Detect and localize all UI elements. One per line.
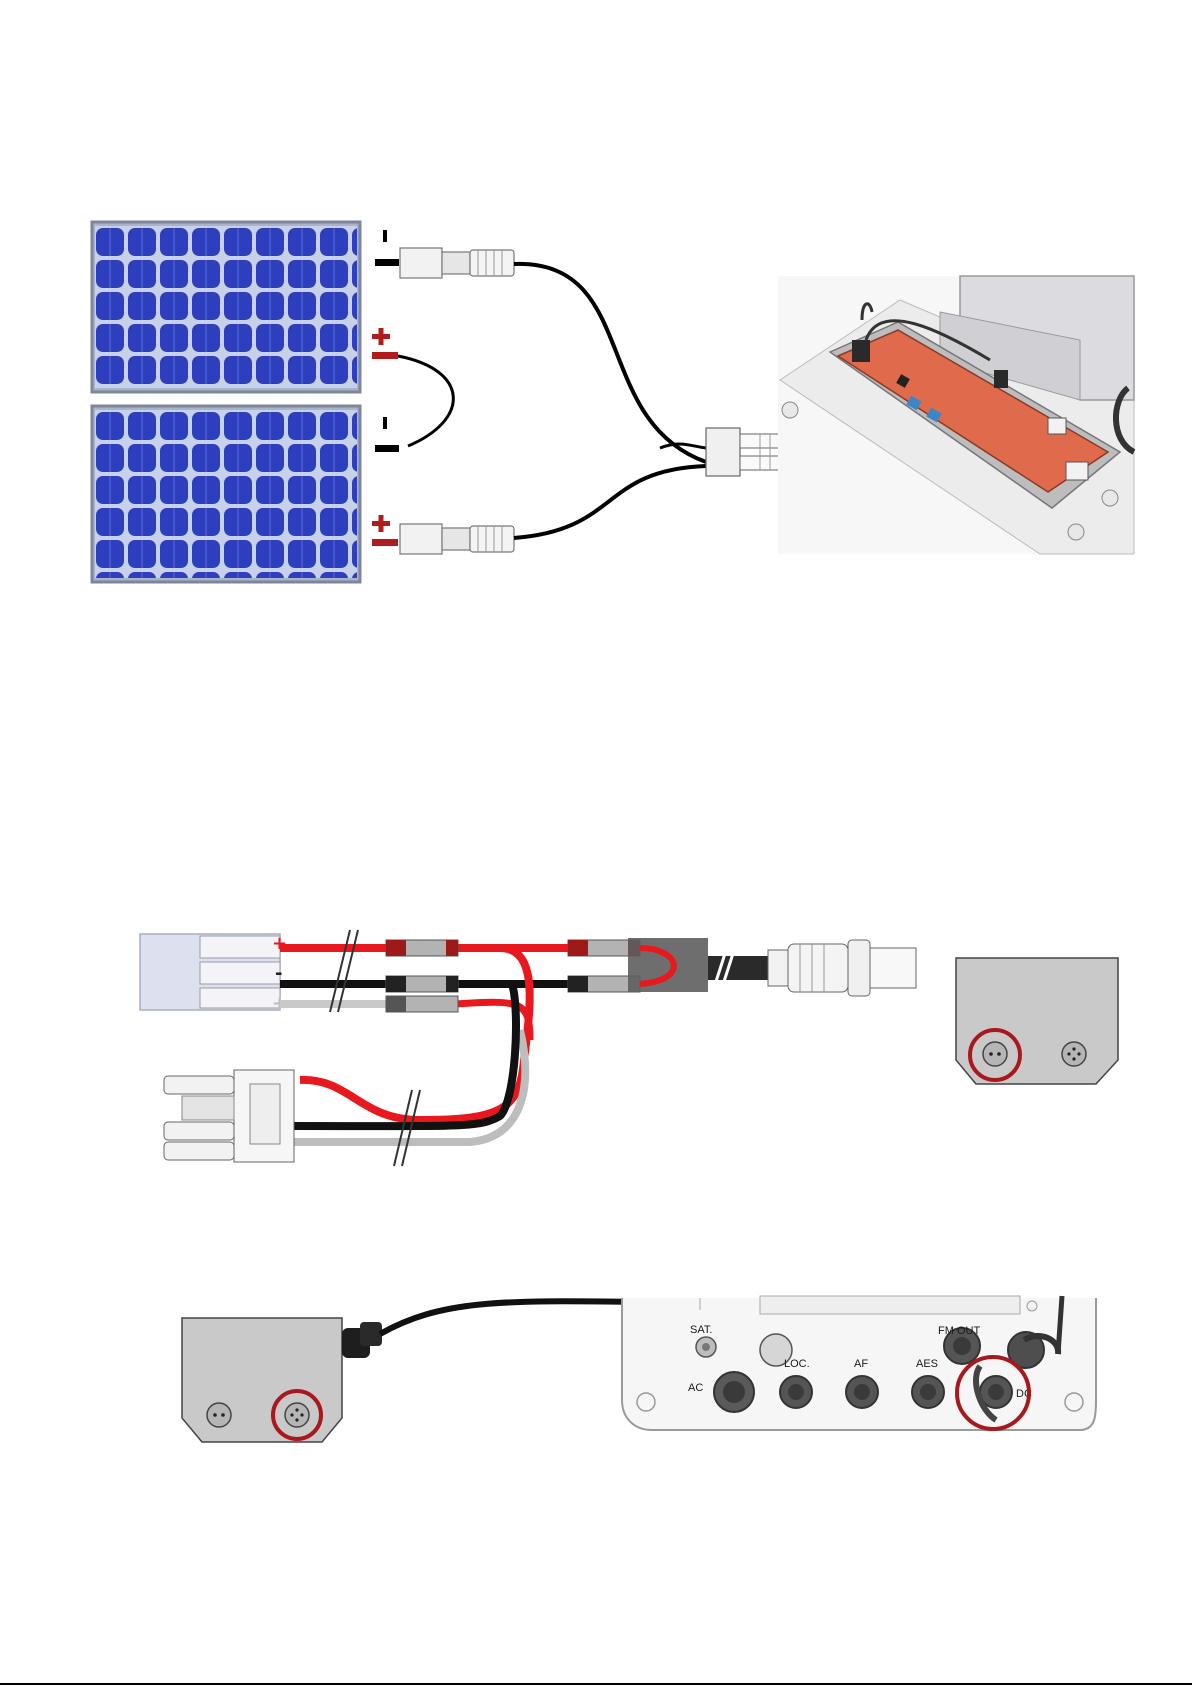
- mc4-pair-connector: [164, 1070, 294, 1162]
- polarity-top-minus: [375, 230, 399, 266]
- anderson-plug: [140, 934, 280, 1010]
- pcb-terminal-board-render: [778, 276, 1134, 554]
- solar-panel-bottom: [92, 406, 360, 582]
- controller-port-panel-render: SAT. AC LOC. AF AES FM OUT DC: [622, 1296, 1096, 1430]
- label-sat: SAT.: [690, 1324, 712, 1336]
- label-af: AF: [854, 1358, 868, 1370]
- heatshrink-joint: [628, 938, 768, 992]
- cable-top-to-junction: [514, 264, 706, 462]
- polarity-bottom-plus: [372, 515, 398, 546]
- diagram-1-series-panels: [92, 222, 1134, 582]
- cable-bottom-to-junction: [514, 466, 706, 538]
- junction-box-2pin-highlight: [956, 958, 1118, 1084]
- mc4-connector-top: [400, 248, 514, 278]
- combined-connector: [706, 428, 780, 476]
- round-output-connector: [768, 940, 916, 996]
- cable-branch: [660, 444, 706, 448]
- polarity-top-plus: [372, 328, 398, 359]
- junction-box-4pin-highlight: [182, 1318, 342, 1442]
- label-aes: AES: [916, 1358, 938, 1370]
- label-loc: LOC.: [784, 1358, 810, 1370]
- series-jumper-wire: [398, 356, 453, 446]
- label-ac: AC: [688, 1382, 703, 1394]
- mc4-connector-bottom: [400, 524, 514, 554]
- polarity-bottom-minus: [375, 417, 399, 452]
- wire-red-branch: [300, 948, 530, 1120]
- diagram-3-controller-connection: SAT. AC LOC. AF AES FM OUT DC: [182, 1296, 1096, 1442]
- label-fm-out: FM OUT: [938, 1325, 980, 1337]
- diagram-2-adapter-cable: + - +: [140, 930, 1118, 1166]
- solar-panel-top: [92, 222, 360, 392]
